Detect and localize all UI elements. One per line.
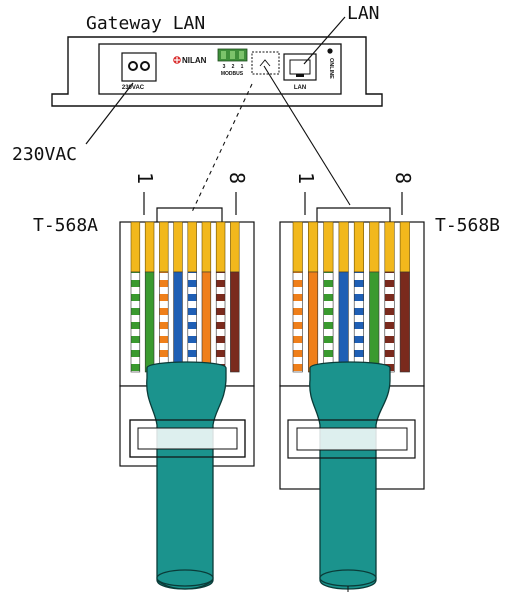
- plug-b-wire-8-brown: [399, 271, 410, 373]
- plug-b-wire-6-green: [369, 271, 380, 373]
- online-label: ONLINE: [328, 58, 334, 79]
- plug-a-pin-contact-6: [201, 221, 212, 273]
- lan-callout-label: LAN: [347, 3, 380, 24]
- device-title: Gateway LAN: [86, 13, 205, 34]
- brand-logo: NILAN: [173, 56, 207, 65]
- modbus-terminal: 3 2 1 MODBUS: [217, 48, 248, 77]
- plug-a-wire-2-green: [144, 271, 155, 373]
- online-led-icon: [327, 48, 333, 54]
- power-callout-leader: [85, 82, 134, 145]
- plug-b-cable: [309, 361, 391, 590]
- plug-b-pin-contact-1: [292, 221, 303, 273]
- plug-b-latch: [287, 419, 416, 459]
- modbus-pin-1: 1: [241, 64, 244, 70]
- plug-b-pin-contact-3: [323, 221, 334, 273]
- link-to-t568b: [263, 65, 351, 206]
- plug-a-pin-contact-8: [230, 221, 240, 273]
- plug-a-pin-first: 1: [133, 172, 157, 184]
- power-port: 230VAC: [121, 52, 157, 91]
- plug-a-wire-1-white-green: [130, 271, 141, 373]
- plug-b-pin-first: 1: [294, 172, 318, 184]
- plug-a-pin-contact-4: [173, 221, 183, 273]
- plug-b-wire-4-blue: [338, 271, 349, 373]
- plug-a-pin-contact-7: [215, 221, 226, 273]
- plug-a-wire-8-brown: [230, 271, 240, 373]
- brand-logo-text: NILAN: [182, 56, 207, 65]
- online-led: ONLINE: [327, 48, 334, 79]
- plug-t568a: 1 8: [119, 172, 255, 590]
- plug-t568b: 1 8: [279, 172, 425, 592]
- plug-b-pin-contact-6: [369, 221, 380, 273]
- plug-b-pin-contact-2: [307, 221, 319, 273]
- plug-a-pin-contact-3: [159, 221, 169, 273]
- plug-b-wire-2-orange: [307, 271, 319, 373]
- plug-a-pin-contact-1: [130, 221, 141, 273]
- plug-a-wire-4-blue: [173, 271, 183, 373]
- plug-a-pin-last: 8: [225, 172, 249, 184]
- standard-b-label: T-568B: [435, 215, 500, 236]
- plug-a-pin-contact-5: [187, 221, 197, 273]
- plug-b-pin-contact-8: [399, 221, 410, 273]
- plug-a-cable: [146, 361, 227, 590]
- standard-a-label: T-568A: [33, 215, 98, 236]
- plug-b-wire-5-white-blue: [353, 271, 364, 373]
- plug-b-wire-3-white-green: [323, 271, 334, 373]
- power-callout-label: 230VAC: [12, 144, 77, 165]
- modbus-pin-2: 2: [232, 64, 235, 70]
- plug-b-pin-last: 8: [391, 172, 415, 184]
- plug-b-pin-contact-7: [384, 221, 395, 273]
- lan-callout-leader: [303, 16, 346, 65]
- plug-b-pin-contact-4: [338, 221, 349, 273]
- plug-b-pin-contact-5: [353, 221, 364, 273]
- plug-a-wire-3-white-orange: [159, 271, 169, 373]
- plug-b-wire-1-white-orange: [292, 271, 303, 373]
- plug-a-wire-7-white-brown: [215, 271, 226, 373]
- lan-port-label: LAN: [294, 85, 306, 91]
- power-port-label: 230VAC: [122, 85, 145, 91]
- modbus-label: MODBUS: [221, 71, 244, 77]
- gateway-device: 230VAC NILAN 3 2 1 MODBUS LAN: [51, 36, 383, 107]
- modbus-pin-3: 3: [223, 64, 226, 70]
- plug-b-wire-7-white-brown: [384, 271, 395, 373]
- plug-a-wire-6-orange: [201, 271, 212, 373]
- plug-a-pin-contact-2: [144, 221, 155, 273]
- plug-a-wire-5-white-blue: [187, 271, 197, 373]
